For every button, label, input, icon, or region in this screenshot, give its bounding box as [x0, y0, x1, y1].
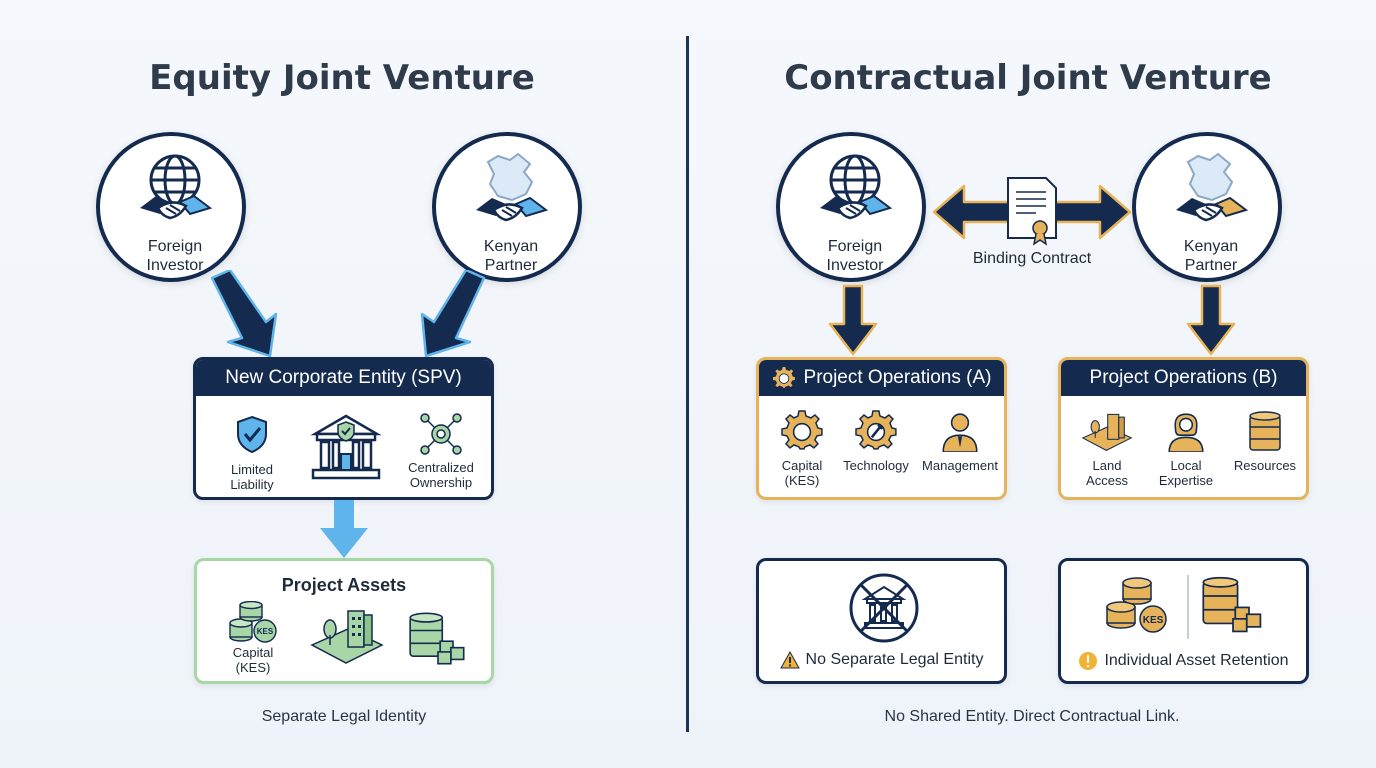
foreign-investor-label-line2: Investor: [826, 257, 884, 274]
kenyan-partner-label-line2: Partner: [1184, 257, 1238, 274]
spv-header: New Corporate Entity (SPV): [196, 360, 491, 396]
asset-retention-box: KES Individual Asset Retention: [1058, 558, 1309, 684]
arrow-kenyan-to-ops-b: [1186, 284, 1236, 356]
asset-capital-label-line1: Capital: [232, 645, 274, 660]
foreign-investor-node: Foreign Investor: [96, 132, 246, 282]
arrow-foreign-to-ops-a: [828, 284, 878, 356]
project-assets-header: Project Assets: [281, 575, 407, 595]
equity-caption: Separate Legal Identity: [261, 708, 427, 725]
contract-document-icon: [1007, 177, 1057, 246]
spv-item-centralized-ownership: Centralized Ownership: [394, 412, 488, 490]
no-separate-entity-box: No Separate Legal Entity: [756, 558, 1007, 684]
arrow-kenyan-to-spv: [420, 270, 486, 358]
coins-icon: KES: [1106, 577, 1167, 633]
ops-a-item-label-line2: (KES): [784, 473, 820, 488]
gear-icon: [772, 366, 796, 390]
asset-capital-label-line2: (KES): [235, 660, 271, 675]
shield-check-icon: [237, 415, 267, 454]
spv-item-institution: [302, 412, 390, 482]
warning-icon: [779, 651, 800, 669]
retention-label: Individual Asset Retention: [1104, 652, 1289, 669]
ops-b-local-expertise: Local Expertise: [1147, 410, 1225, 488]
equity-jv-title: Equity Joint Venture: [149, 58, 535, 98]
ops-a-management: Management: [917, 410, 1003, 473]
coin-text: KES: [257, 627, 274, 636]
binding-contract-label: Binding Contract: [972, 250, 1092, 267]
ops-b-item-label-line1: Local: [1170, 458, 1202, 473]
project-ops-b-box: Project Operations (B) Land Access Local…: [1058, 357, 1309, 500]
land-building-icon: [1081, 413, 1133, 451]
kenyan-partner-label-line1: Kenyan: [483, 238, 539, 255]
asset-resources: [403, 611, 473, 665]
globe-handshake-icon: [100, 150, 250, 232]
coin-text: KES: [1143, 615, 1164, 626]
bank-building-icon: [310, 414, 382, 480]
center-divider: [686, 36, 689, 732]
network-gear-icon: [420, 413, 462, 455]
spv-box: New Corporate Entity (SPV) Limited Liabi…: [193, 357, 494, 500]
ownership-arrows: [210, 270, 486, 358]
kenyan-partner-node: Kenyan Partner: [432, 132, 582, 282]
gear-icon: [781, 410, 823, 452]
no-entity-label: No Separate Legal Entity: [805, 651, 984, 668]
project-ops-a-box: Project Operations (A) Capital (KES) Tec…: [756, 357, 1007, 500]
foreign-investor-label-line1: Foreign: [147, 238, 203, 255]
ops-b-item-label-line2: Expertise: [1158, 473, 1214, 488]
no-entity-label-row: No Separate Legal Entity: [759, 651, 1004, 669]
ops-a-capital: Capital (KES): [765, 410, 839, 488]
retention-label-row: Individual Asset Retention: [1061, 651, 1306, 671]
barrel-icon: [1249, 411, 1281, 451]
globe-handshake-icon: [780, 150, 930, 232]
spv-item-label-line1: Limited: [231, 462, 273, 477]
spv-item-label-line2: Ownership: [409, 475, 473, 490]
barrels-icon: [409, 612, 465, 665]
no-entity-crossed-bank-icon: [849, 573, 919, 643]
ops-a-header-text: Project Operations (A): [803, 367, 992, 388]
spv-item-limited-liability: Limited Liability: [204, 414, 300, 492]
person-icon: [1168, 413, 1204, 452]
kenyan-partner-node-right: Kenyan Partner: [1132, 132, 1282, 282]
contractual-caption: No Shared Entity. Direct Contractual Lin…: [884, 708, 1180, 725]
project-assets-box: Project Assets KES Capital (KES): [194, 558, 494, 684]
ops-a-item-label-line1: Technology: [843, 458, 909, 473]
ops-b-resources: Resources: [1225, 410, 1305, 473]
foreign-investor-label-line1: Foreign: [827, 238, 883, 255]
ops-b-item-label-line1: Land: [1092, 458, 1122, 473]
kenyan-partner-label-line2: Partner: [484, 257, 538, 274]
ops-b-item-label-line2: Access: [1086, 473, 1128, 488]
kenya-handshake-icon: [436, 150, 586, 232]
arrow-spv-to-assets: [320, 500, 368, 558]
asset-capital: KES Capital (KES): [215, 601, 291, 675]
asset-land: [303, 605, 391, 665]
binding-contract-arrow: [932, 177, 1132, 246]
arrow-foreign-to-spv: [210, 270, 278, 358]
barrels-icon: [1201, 575, 1265, 633]
ops-a-item-label-line1: Management: [922, 458, 998, 473]
coins-icon: KES: [229, 601, 277, 643]
ops-b-item-label-line1: Resources: [1233, 458, 1297, 473]
spv-item-label-line2: Liability: [230, 477, 274, 492]
ops-a-header: Project Operations (A): [759, 360, 1004, 396]
ops-b-land-access: Land Access: [1067, 410, 1147, 488]
kenya-handshake-icon: [1136, 150, 1286, 232]
ops-b-header: Project Operations (B): [1061, 360, 1306, 396]
info-exclamation-icon: [1079, 652, 1098, 670]
land-building-icon: [310, 610, 384, 664]
manager-icon: [942, 413, 978, 452]
ops-a-technology: Technology: [837, 410, 915, 473]
kenyan-partner-label-line1: Kenyan: [1183, 238, 1239, 255]
foreign-investor-label-line2: Investor: [146, 257, 204, 274]
ops-a-item-label-line1: Capital: [781, 458, 823, 473]
retention-separator: [1187, 575, 1189, 639]
contractual-jv-title: Contractual Joint Venture: [784, 58, 1272, 98]
gear-wrench-icon: [855, 410, 897, 452]
foreign-investor-node-right: Foreign Investor: [776, 132, 926, 282]
spv-item-label-line1: Centralized: [408, 460, 474, 475]
